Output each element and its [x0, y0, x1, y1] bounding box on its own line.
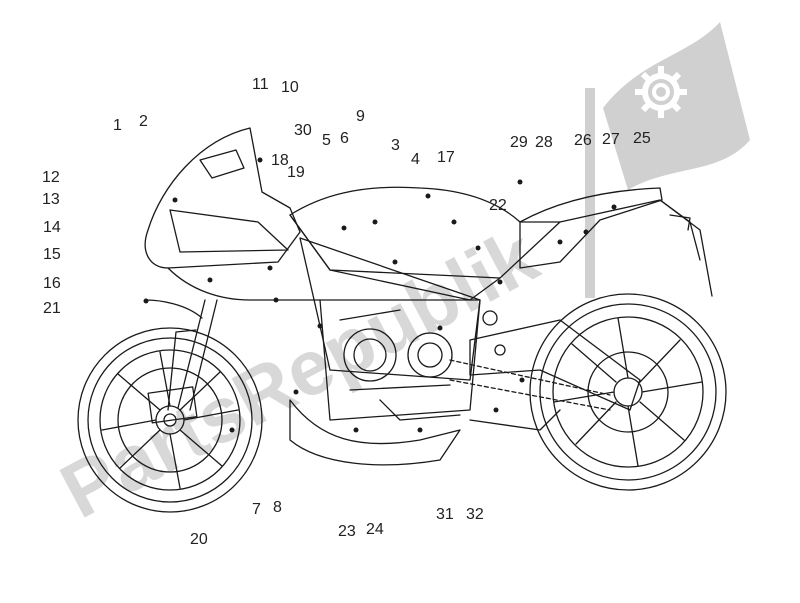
drive-chain: [449, 359, 611, 411]
callout-24: 24: [366, 521, 384, 538]
callout-22: 22: [489, 197, 507, 214]
callout-2: 2: [139, 113, 148, 130]
watermark-flag: [585, 22, 750, 298]
decal-markers: [143, 157, 617, 433]
callout-25: 25: [633, 130, 651, 147]
callout-20: 20: [190, 531, 208, 548]
callout-11: 11: [252, 76, 269, 93]
belly-pan: [289, 399, 561, 466]
callout-7: 7: [252, 501, 261, 518]
front-fairing: [144, 127, 321, 319]
callout-4: 4: [411, 151, 420, 168]
callout-6: 6: [340, 130, 349, 147]
callout-16: 16: [43, 275, 61, 292]
callout-23: 23: [338, 523, 356, 540]
callout-5: 5: [322, 132, 331, 149]
callout-9: 9: [356, 108, 365, 125]
callout-19: 19: [287, 164, 305, 181]
swingarm: [469, 310, 641, 411]
front-fork: [147, 299, 218, 424]
callout-29: 29: [510, 134, 528, 151]
tail-section: [519, 187, 713, 297]
engine: [319, 299, 481, 421]
rear-wheel: [529, 293, 727, 491]
callout-30: 30: [294, 122, 312, 139]
callout-17: 17: [437, 149, 455, 166]
callout-3: 3: [391, 137, 400, 154]
gear-icon: [635, 66, 687, 118]
callout-14: 14: [43, 219, 61, 236]
front-wheel: [77, 327, 263, 513]
callout-10: 10: [281, 79, 299, 96]
callout-31: 31: [436, 506, 454, 523]
callout-28: 28: [535, 134, 553, 151]
callout-1: 1: [113, 117, 122, 134]
callout-21: 21: [43, 300, 61, 317]
callout-32: 32: [466, 506, 484, 523]
callout-27: 27: [602, 131, 620, 148]
callout-8: 8: [273, 499, 282, 516]
callout-18: 18: [271, 152, 289, 169]
callout-15: 15: [43, 246, 61, 263]
callout-26: 26: [574, 132, 592, 149]
callout-13: 13: [42, 191, 60, 208]
callout-12: 12: [42, 169, 60, 186]
